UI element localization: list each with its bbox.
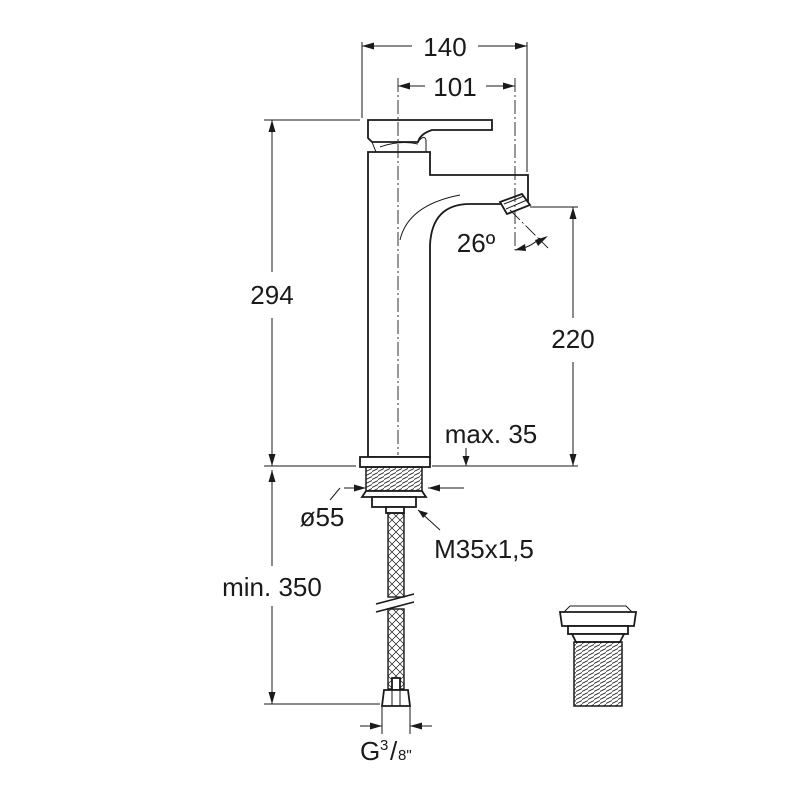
label-spout-angle: 26º (457, 228, 496, 258)
base-fixing (359, 456, 431, 514)
label-connection-num: 3 (380, 737, 388, 754)
dim-hose-length: min. 350 (222, 470, 380, 705)
label-spout-reach: 101 (433, 72, 476, 102)
dim-overall-width: 140 (361, 32, 528, 172)
label-overall-width: 140 (423, 32, 466, 62)
dim-thread: M35x1,5 (417, 509, 534, 564)
waste-valve (558, 605, 638, 707)
lever-handle (367, 119, 493, 153)
flexible-hose (375, 512, 415, 707)
dim-connection: G 3 / 8" (360, 706, 432, 766)
dim-base-diameter: ø55 (300, 484, 464, 532)
dim-total-height: 294 (250, 119, 360, 467)
dim-spout-reach: 101 (398, 72, 515, 102)
faucet-body (367, 151, 532, 458)
label-connection-den: 8" (398, 747, 412, 764)
dim-spout-height: 220 (432, 206, 595, 467)
label-spout-height: 220 (551, 324, 594, 354)
label-total-height: 294 (250, 280, 293, 310)
label-base-diameter: ø55 (300, 502, 345, 532)
dim-max-deck: max. 35 (445, 419, 538, 466)
label-hose-length: min. 350 (222, 572, 322, 602)
fraction-slash: / (390, 736, 398, 766)
dim-spout-angle: 26º (457, 228, 548, 258)
label-max-deck: max. 35 (445, 419, 538, 449)
label-thread: M35x1,5 (434, 534, 534, 564)
label-connection-g: G (360, 736, 380, 766)
